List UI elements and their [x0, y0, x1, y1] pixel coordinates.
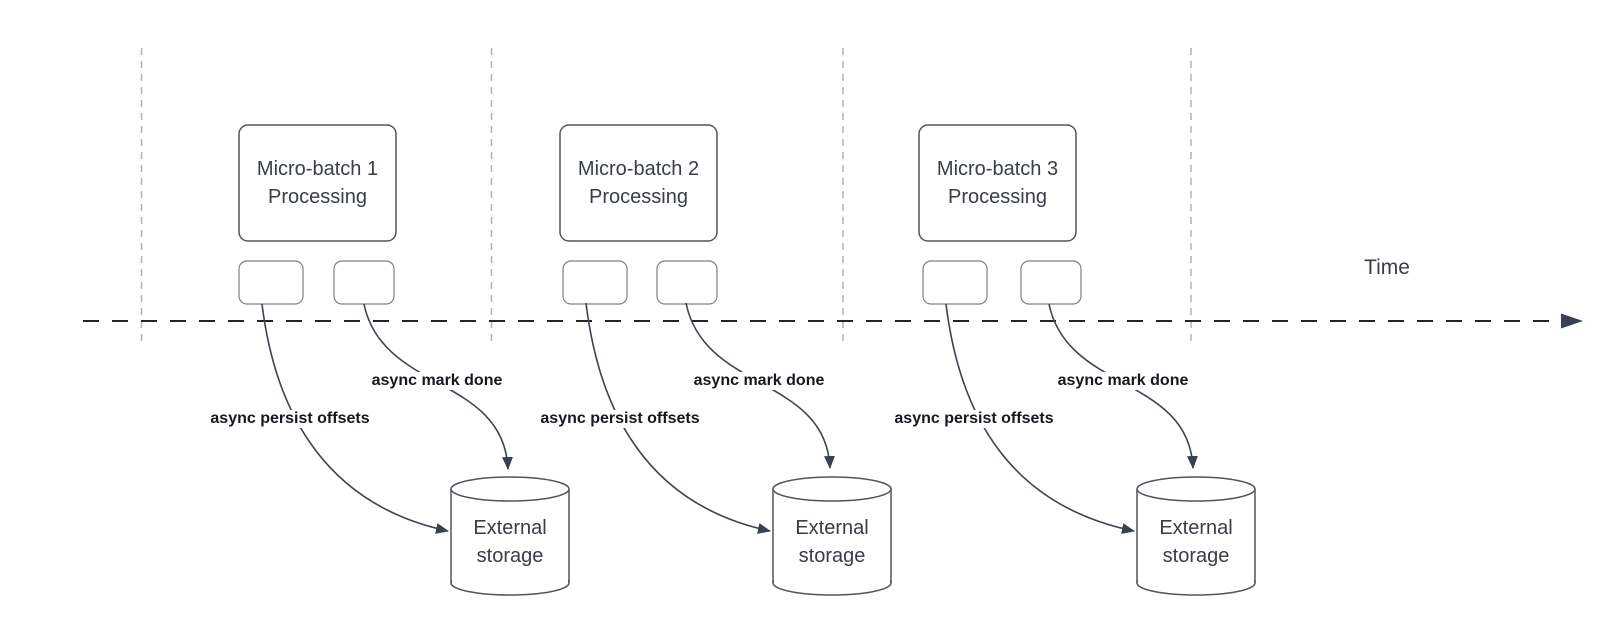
storage-cylinder-3-top [1136, 476, 1256, 502]
microbatch-2-task-box-left [562, 260, 628, 305]
microbatch-3-task-box-right [1020, 260, 1082, 305]
external-storage-label-1: External storage [473, 517, 547, 567]
microbatch-2-processing-box [559, 124, 718, 242]
mark-done-label-2: async mark done [690, 372, 828, 390]
microbatch-1-processing-label: Micro-batch 1 Processing [256, 158, 379, 208]
persist-offsets-label-3: async persist offsets [891, 410, 1057, 428]
persist-offsets-label-1: async persist offsets [207, 410, 373, 428]
storage-cylinder-1-top [450, 476, 570, 502]
persist-offsets-label-2: async persist offsets [537, 410, 703, 428]
microbatch-1-task-box-right [333, 260, 395, 305]
time-axis-label: Time [1364, 256, 1410, 279]
external-storage-label-2: External storage [795, 517, 869, 567]
mark-done-label-3: async mark done [1054, 372, 1192, 390]
external-storage-label-3: External storage [1159, 517, 1233, 567]
microbatch-3-processing-label: Micro-batch 3 Processing [936, 158, 1059, 208]
persist-offsets-arrow-2 [585, 302, 771, 534]
microbatch-1-task-box-left [238, 260, 304, 305]
microbatch-3-task-box-left [922, 260, 988, 305]
time-axis-arrowhead-icon [1561, 313, 1583, 329]
mark-done-label-1: async mark done [368, 372, 506, 390]
persist-offsets-arrow-3 [945, 303, 1135, 534]
storage-cylinder-2-top [772, 476, 892, 502]
persist-offsets-arrow-1 [261, 303, 449, 534]
microbatch-1-processing-box [238, 124, 397, 242]
microbatch-3-processing-box [918, 124, 1077, 242]
microbatch-2-processing-label: Micro-batch 2 Processing [577, 158, 700, 208]
microbatch-2-task-box-right [656, 260, 718, 305]
